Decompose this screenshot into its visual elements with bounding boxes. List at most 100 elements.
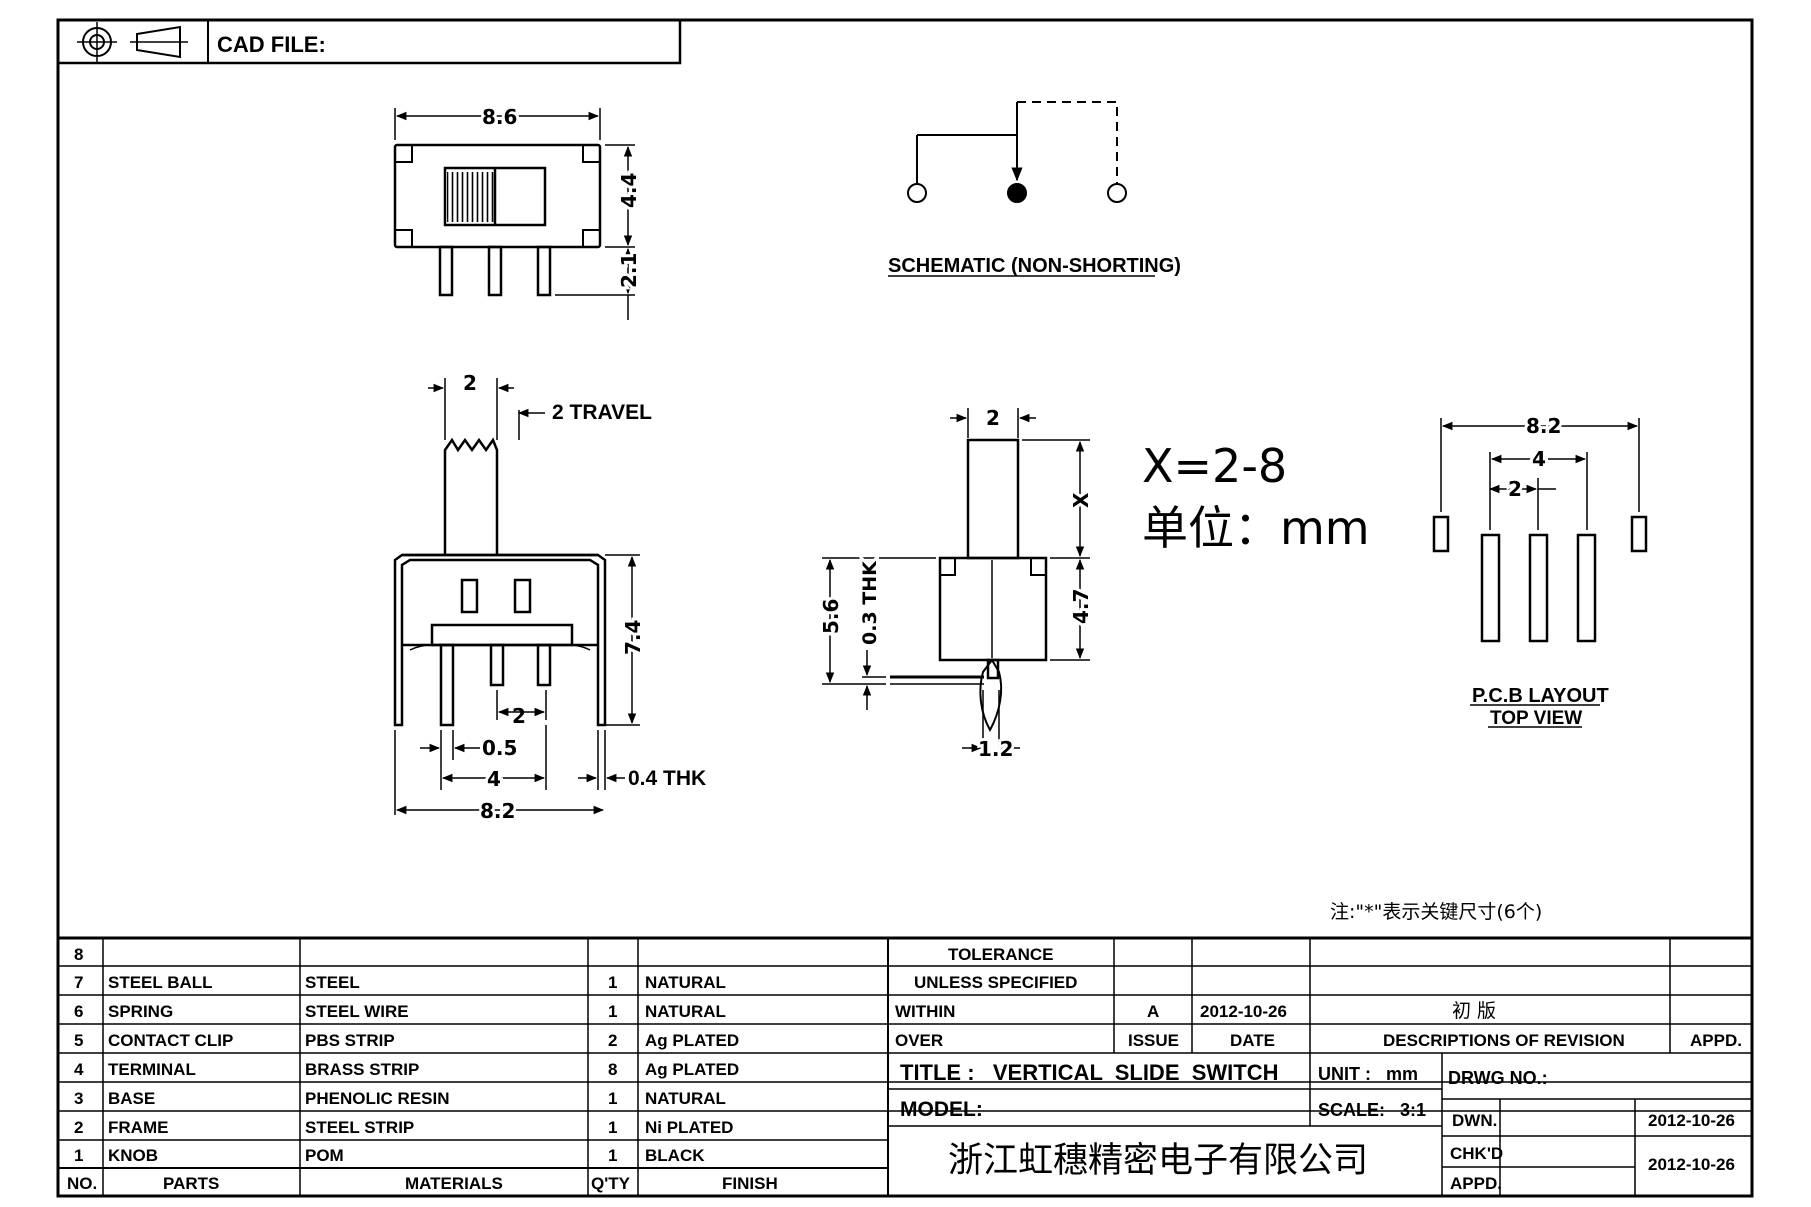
row-finish: NATURAL	[645, 1002, 726, 1021]
company-name: 浙江虹穗精密电子有限公司	[948, 1141, 1368, 1181]
row-finish: NATURAL	[645, 973, 726, 992]
row-part: FRAME	[108, 1118, 168, 1137]
row-qty: 8	[608, 1060, 617, 1079]
side-view	[393, 378, 640, 815]
unit-note: 单位：mm	[1142, 501, 1370, 555]
checked-label: CHK'D	[1450, 1144, 1503, 1163]
pcb-layout	[1432, 418, 1648, 728]
over-label: OVER	[895, 1031, 943, 1050]
header-no: NO.	[67, 1174, 97, 1193]
row-part: STEEL BALL	[108, 973, 213, 992]
row-no: 1	[74, 1146, 83, 1165]
side-span-dim: 4	[487, 767, 501, 791]
pcb-total-dim: 8.2	[1526, 414, 1561, 438]
row-no: 4	[74, 1060, 84, 1079]
side-knob-dim: 2	[463, 371, 477, 395]
end-pin-dim: 1.2	[978, 737, 1013, 761]
side-width-dim: 8.2	[480, 799, 515, 823]
row-no: 6	[74, 1002, 83, 1021]
row-qty: 2	[608, 1031, 617, 1050]
approved-label: APPD.	[1450, 1174, 1502, 1193]
x-range-note: X=2-8	[1142, 439, 1287, 493]
row-part: BASE	[108, 1089, 155, 1108]
row-material: PHENOLIC RESIN	[305, 1089, 450, 1108]
description-label: DESCRIPTIONS OF REVISION	[1383, 1031, 1625, 1050]
row-qty: 1	[608, 1118, 617, 1137]
side-offset-dim: 0.5	[482, 736, 517, 760]
model-label: MODEL:	[900, 1098, 983, 1121]
row-material: STEEL STRIP	[305, 1118, 414, 1137]
drawing-title: TITLE : VERTICAL SLIDE SWITCH	[900, 1060, 1278, 1085]
pcb-layout-subtitle: TOP VIEW	[1490, 708, 1582, 729]
side-pitch-dim: 2	[512, 704, 526, 728]
end-total-dim: 5.6	[819, 599, 843, 634]
row-finish: Ag PLATED	[645, 1060, 739, 1079]
row-material: BRASS STRIP	[305, 1060, 419, 1079]
cad-header: CAD FILE:	[56, 18, 682, 65]
end-view	[822, 408, 1090, 755]
drawn-date: 2012-10-26	[1648, 1111, 1735, 1130]
revision-issue: A	[1147, 1002, 1159, 1021]
scale-label: SCALE: 3:1	[1318, 1100, 1426, 1120]
pcb-layout-title: P.C.B LAYOUT	[1472, 685, 1609, 707]
cad-file-label: CAD FILE:	[217, 32, 326, 57]
header-parts: PARTS	[163, 1174, 219, 1193]
projection-symbol-icon	[77, 22, 188, 62]
row-qty: 1	[608, 1146, 617, 1165]
row-part: KNOB	[108, 1146, 158, 1165]
row-no: 2	[74, 1118, 83, 1137]
appd-label: APPD.	[1690, 1031, 1742, 1050]
header-materials: MATERIALS	[405, 1174, 503, 1193]
terminal-open-icon	[907, 183, 927, 203]
front-height-dim: 4.4	[617, 173, 641, 208]
revision-block: TOLERANCE UNLESS SPECIFIED WITHIN OVER A…	[895, 945, 1742, 1050]
parts-rows: 8 7 STEEL BALL STEEL 1 NATURAL 6 SPRING …	[67, 945, 778, 1193]
front-view	[393, 108, 635, 320]
revision-description: 初 版	[1452, 1000, 1496, 1022]
terminal-common-icon	[1007, 183, 1027, 203]
pcb-pitch-dim: 2	[1508, 477, 1522, 501]
side-height-dim: 7.4	[621, 620, 645, 655]
drawn-label: DWN.	[1452, 1111, 1497, 1130]
row-part: TERMINAL	[108, 1060, 196, 1079]
date-label: DATE	[1230, 1031, 1275, 1050]
row-no: 5	[74, 1031, 83, 1050]
title-block: TITLE : VERTICAL SLIDE SWITCH UNIT : mm …	[900, 1060, 1735, 1193]
end-clip-dim: 0.3 THK	[859, 560, 881, 645]
header-qty: Q'TY	[591, 1174, 631, 1193]
side-thickness-dim: 0.4 THK	[628, 767, 706, 790]
row-finish: BLACK	[645, 1146, 705, 1165]
end-knob-dim: 2	[986, 406, 1000, 430]
row-material: PBS STRIP	[305, 1031, 395, 1050]
checked-date: 2012-10-26	[1648, 1155, 1735, 1174]
row-qty: 1	[608, 1002, 617, 1021]
end-x-dim: X	[1069, 492, 1093, 508]
side-travel-dim: 2 TRAVEL	[552, 401, 652, 424]
parts-table	[58, 936, 1752, 1198]
row-no: 8	[74, 945, 83, 964]
row-material: POM	[305, 1146, 344, 1165]
terminal-open-icon	[1107, 183, 1127, 203]
row-finish: NATURAL	[645, 1089, 726, 1108]
tolerance-sub-label: UNLESS SPECIFIED	[914, 973, 1077, 992]
key-dimension-note: 注:"*"表示关键尺寸(6个)	[1330, 901, 1542, 923]
row-finish: Ag PLATED	[645, 1031, 739, 1050]
schematic-title: SCHEMATIC (NON-SHORTING)	[888, 255, 1181, 277]
revision-date: 2012-10-26	[1200, 1002, 1287, 1021]
schematic-diagram	[888, 101, 1155, 277]
drawing-number-label: DRWG NO.:	[1448, 1068, 1548, 1088]
row-material: STEEL WIRE	[305, 1002, 409, 1021]
pcb-span-dim: 4	[1532, 447, 1546, 471]
header-finish: FINISH	[722, 1174, 778, 1193]
tolerance-label: TOLERANCE	[948, 945, 1053, 964]
row-part: SPRING	[108, 1002, 173, 1021]
issue-label: ISSUE	[1128, 1031, 1179, 1050]
row-no: 7	[74, 973, 83, 992]
unit-label: UNIT : mm	[1318, 1064, 1418, 1084]
front-pin-dim: 2.1	[617, 253, 641, 288]
row-material: STEEL	[305, 973, 360, 992]
within-label: WITHIN	[895, 1002, 955, 1021]
end-base-dim: 4.7	[1069, 589, 1093, 624]
front-width-dim: 8.6	[482, 105, 517, 129]
